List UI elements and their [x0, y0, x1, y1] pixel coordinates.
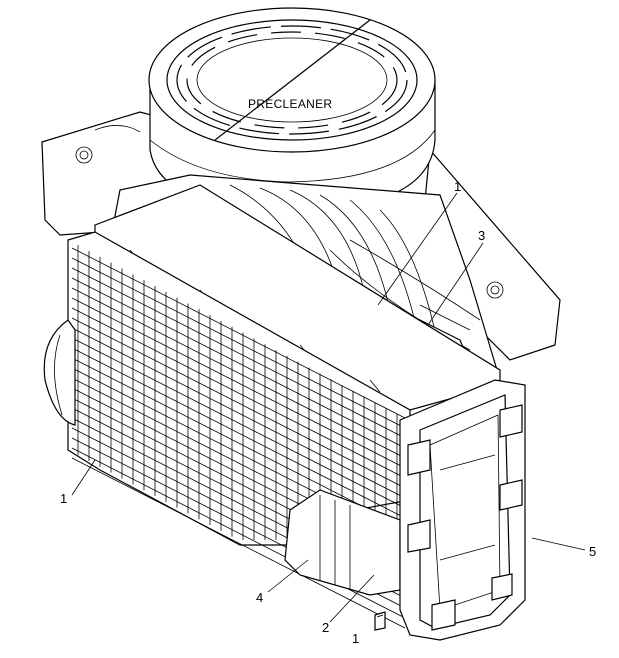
- callouts: 1 3 1 5 4 2 1: [60, 179, 596, 646]
- callout-4: 4: [256, 590, 263, 605]
- callout-1-left: 1: [60, 491, 67, 506]
- filter-slat: [71, 307, 406, 479]
- filter-slat: [71, 357, 406, 529]
- filter-slat: [71, 317, 406, 489]
- callout-5: 5: [589, 544, 596, 559]
- filter-slat: [71, 257, 406, 429]
- filter-slat: [71, 287, 406, 459]
- filter-grid: [67, 231, 411, 629]
- precleaner-label: PRECLEANER: [248, 97, 332, 111]
- callout-1-bottom: 1: [352, 631, 359, 646]
- filter-slat: [71, 327, 406, 499]
- lower-duct: [284, 489, 401, 631]
- left-duct: [43, 319, 76, 426]
- side-frame: [399, 379, 526, 641]
- filter-slat: [71, 277, 406, 449]
- filter-slat: [71, 457, 406, 629]
- callout-2: 2: [322, 620, 329, 635]
- filter-slat: [71, 337, 406, 509]
- filter-slat: [71, 247, 406, 419]
- filter-slat: [71, 347, 406, 519]
- filter-slat: [71, 267, 406, 439]
- filter-slat: [71, 297, 406, 469]
- callout-3: 3: [478, 228, 485, 243]
- leader-lines: [71, 192, 586, 623]
- callout-1-top: 1: [454, 179, 461, 194]
